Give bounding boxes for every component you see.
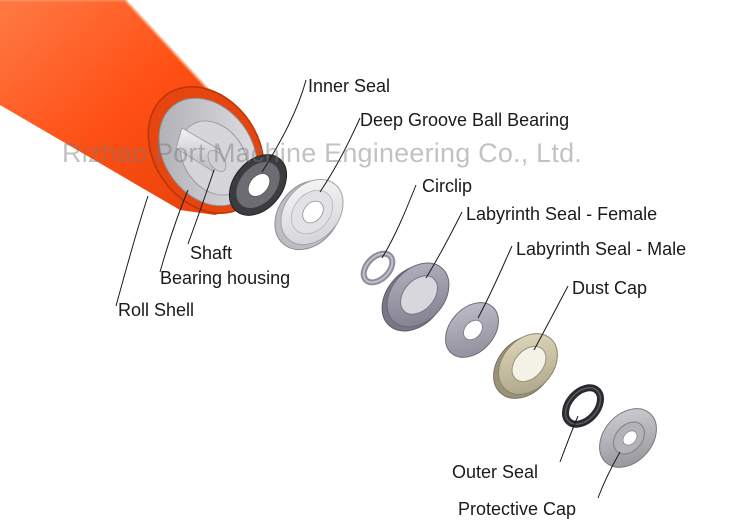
label-shaft: Shaft	[190, 243, 233, 263]
label-inner-seal: Inner Seal	[308, 76, 391, 96]
leader-labyrinth-female	[425, 211, 463, 279]
watermark: Rizhao Port Machine Engineering Co., Ltd…	[62, 138, 582, 168]
shaft	[175, 127, 227, 173]
label-roll-shell: Roll Shell	[118, 300, 195, 320]
leader-protective-cap	[597, 451, 621, 499]
label-bearing-housing: Bearing housing	[160, 268, 291, 288]
circlip	[360, 250, 396, 286]
protective-cap	[599, 408, 657, 468]
label-labyrinth-seal-female: Labyrinth Seal - Female	[466, 204, 658, 224]
labyrinth-seal-male	[445, 302, 499, 358]
leader-circlip	[381, 184, 417, 259]
leader-outer-seal	[559, 415, 579, 463]
leader-roll-shell	[115, 195, 149, 307]
label-labyrinth-seal-male: Labyrinth Seal - Male	[516, 239, 687, 259]
deep-groove-ball-bearing	[274, 178, 344, 251]
label-protective-cap: Protective Cap	[458, 499, 577, 519]
leader-labyrinth-male	[477, 245, 513, 319]
label-circlip: Circlip	[422, 176, 473, 196]
label-outer-seal: Outer Seal	[452, 462, 539, 482]
dust-cap	[493, 333, 558, 399]
leader-lines	[115, 79, 621, 499]
leader-bearing-housing	[159, 189, 189, 273]
leader-dust-cap	[533, 285, 569, 351]
label-dust-cap: Dust Cap	[572, 278, 648, 298]
labyrinth-seal-female	[381, 262, 450, 332]
leader-bearing	[319, 117, 361, 193]
leader-shaft	[187, 169, 215, 245]
leader-inner-seal	[261, 79, 307, 173]
outer-seal	[562, 384, 604, 428]
inner-seal	[228, 154, 288, 216]
label-deep-groove-ball-bearing: Deep Groove Ball Bearing	[360, 110, 570, 130]
